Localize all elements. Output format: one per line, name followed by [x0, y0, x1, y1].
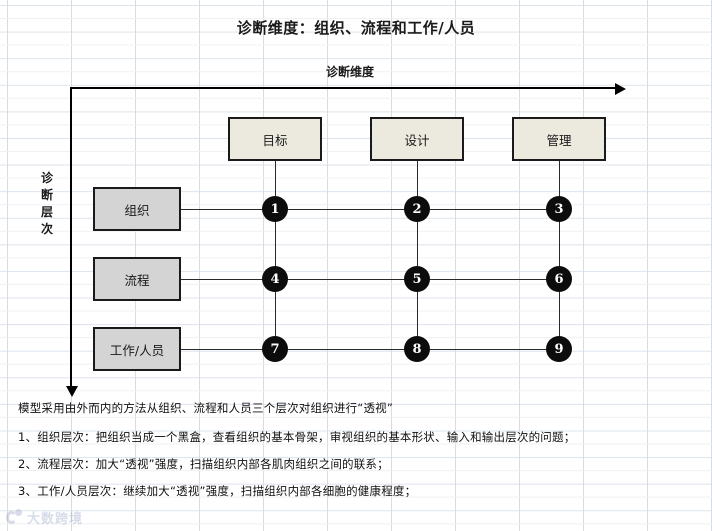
axis-left-label-char-3: 次 — [40, 222, 53, 236]
watermark: 大数跨境 — [6, 508, 83, 527]
matrix-node-6[interactable]: 6 — [546, 266, 572, 292]
connector-vertical-col1-head — [417, 161, 418, 209]
connector-horizontal-row0-a — [275, 209, 417, 210]
row-label-box-0[interactable]: 组织 — [93, 187, 181, 231]
connector-horizontal-row1-head — [181, 279, 275, 280]
connector-vertical-col0-head — [275, 161, 276, 209]
connector-vertical-col1-b — [417, 279, 418, 349]
note-summary: 模型采用由外而内的方法从组织、流程和人员三个层次对组织进行“透视” — [18, 401, 394, 415]
note-item-3: 3、工作/人员层次：继续加大“透视”强度，扫描组织内部各细胞的健康程度； — [18, 484, 417, 498]
axis-left-label: 诊 断 层 次 — [38, 170, 56, 238]
connector-horizontal-row1-a — [275, 279, 417, 280]
axis-left-label-char-1: 断 — [40, 188, 53, 202]
column-header-box-2[interactable]: 管理 — [512, 117, 606, 161]
matrix-node-2[interactable]: 2 — [404, 196, 430, 222]
axis-left-label-char-0: 诊 — [40, 171, 53, 185]
connector-vertical-col1-a — [417, 209, 418, 279]
row-label-box-1[interactable]: 流程 — [93, 257, 181, 301]
connector-horizontal-row2-a — [275, 349, 417, 350]
matrix-node-5[interactable]: 5 — [404, 266, 430, 292]
connector-vertical-col2-head — [559, 161, 560, 209]
matrix-node-1[interactable]: 1 — [262, 196, 288, 222]
column-header-box-1[interactable]: 设计 — [370, 117, 464, 161]
row-label-box-2[interactable]: 工作/人员 — [93, 327, 181, 371]
connector-horizontal-row1-b — [417, 279, 559, 280]
axis-left-label-char-2: 层 — [40, 205, 53, 219]
page-title: 诊断维度：组织、流程和工作/人员 — [236, 19, 476, 37]
connector-horizontal-row0-b — [417, 209, 559, 210]
connector-horizontal-row2-b — [417, 349, 559, 350]
connector-vertical-col2-a — [559, 209, 560, 279]
arrow-down-icon — [66, 386, 78, 397]
connector-horizontal-row0-head — [181, 209, 275, 210]
note-item-2: 2、流程层次：加大“透视”强度，扫描组织内部各肌肉组织之间的联系； — [18, 457, 389, 471]
horizontal-axis — [71, 83, 626, 95]
watermark-text: 大数跨境 — [27, 512, 84, 527]
note-item-1: 1、组织层次：把组织当成一个黑盒，查看组织的基本骨架，审视组织的基本形状、输入和… — [18, 430, 576, 444]
arrow-right-icon — [615, 83, 626, 95]
matrix-node-4[interactable]: 4 — [262, 266, 288, 292]
connector-vertical-col2-b — [559, 279, 560, 349]
watermark-logo-icon — [6, 509, 23, 526]
matrix-node-9[interactable]: 9 — [546, 336, 572, 362]
connector-horizontal-row2-head — [181, 349, 275, 350]
column-header-box-0[interactable]: 目标 — [228, 117, 322, 161]
axis-top-label: 诊断维度 — [325, 65, 374, 79]
matrix-node-3[interactable]: 3 — [546, 196, 572, 222]
connector-vertical-col0-a — [275, 209, 276, 279]
connector-vertical-col0-b — [275, 279, 276, 349]
matrix-node-8[interactable]: 8 — [404, 336, 430, 362]
matrix-node-7[interactable]: 7 — [262, 336, 288, 362]
vertical-axis — [66, 87, 78, 397]
